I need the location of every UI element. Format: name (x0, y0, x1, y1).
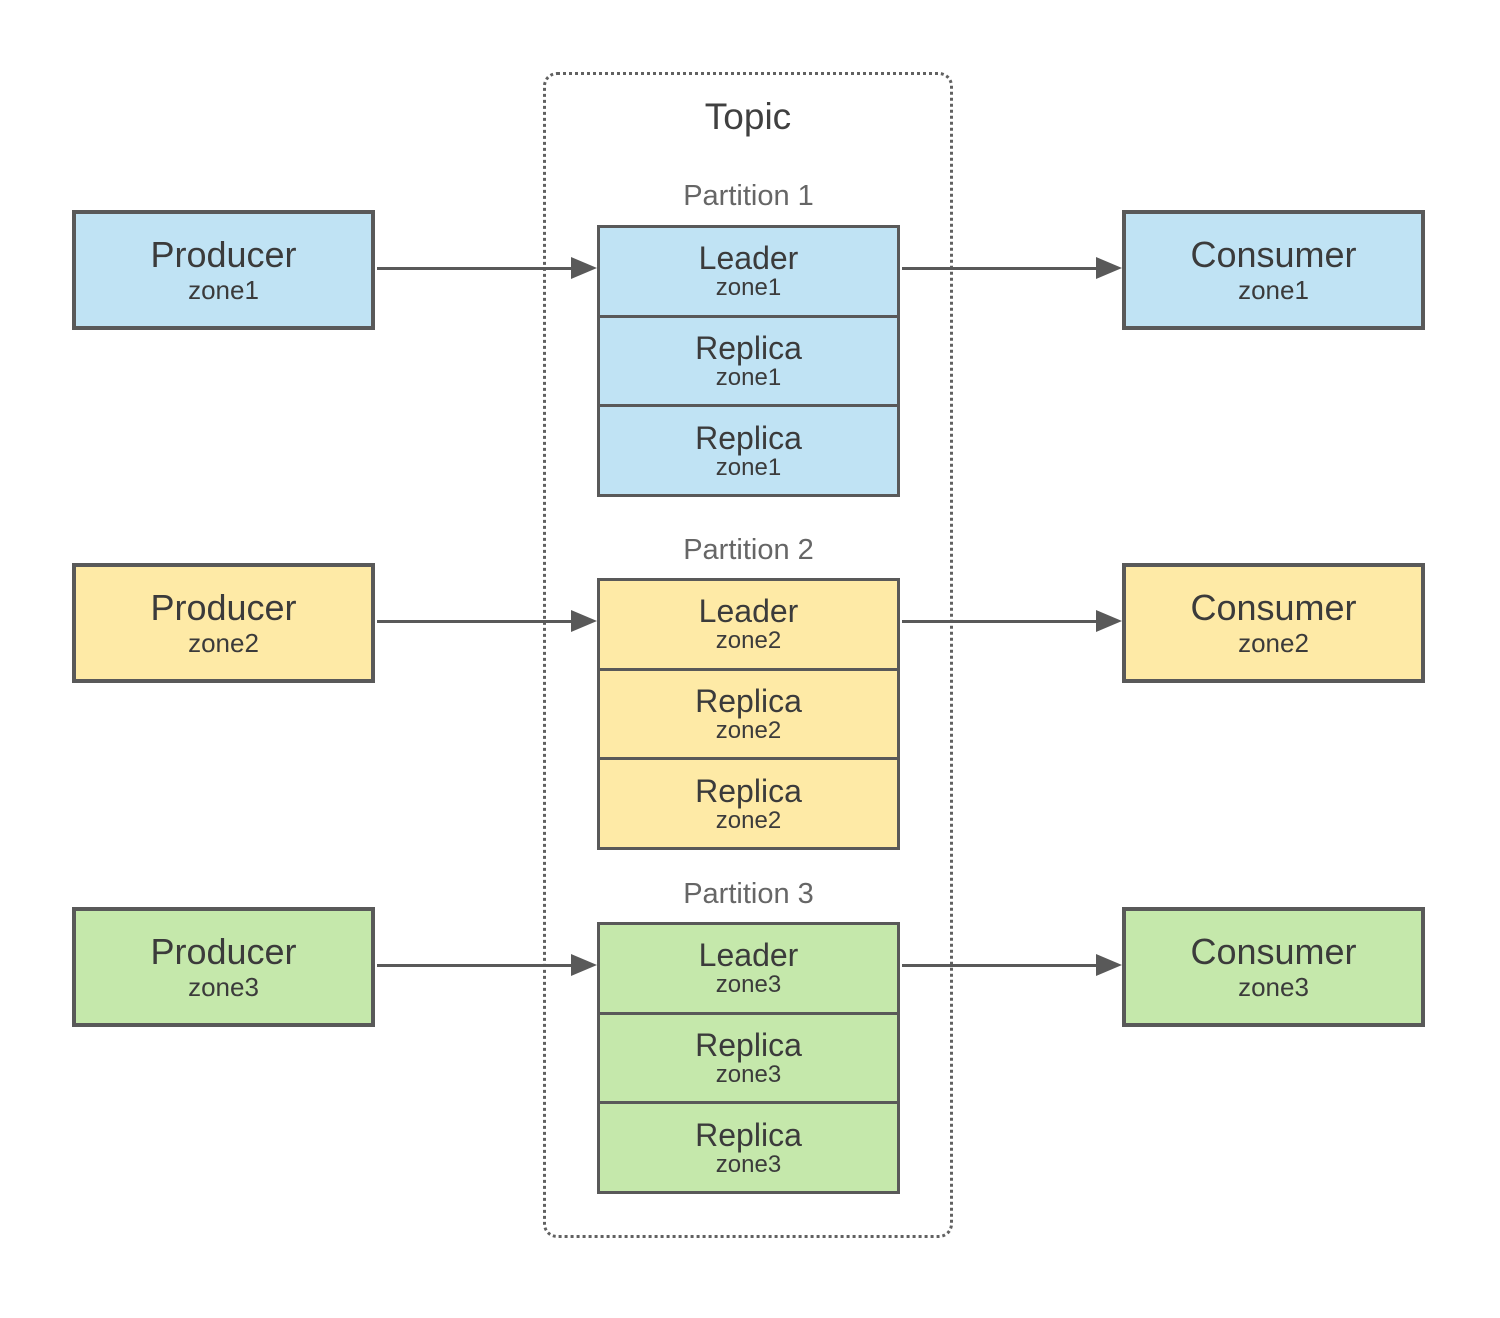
leader-title: Leader (698, 240, 799, 277)
producer-zone-label: zone3 (188, 972, 259, 1002)
leader-cell-zone3: Leader zone3 (600, 925, 897, 1012)
producer-to-leader-arrow-zone3 (377, 954, 597, 976)
partition-2-label: Partition 2 (683, 534, 814, 566)
leader-zone-label: zone1 (715, 274, 782, 302)
arrow-shaft (377, 963, 571, 967)
arrow-head-icon (1096, 610, 1122, 632)
replica-title: Replica (695, 772, 802, 809)
arrow-head-icon (571, 257, 597, 279)
consumer-zone-label: zone1 (1238, 275, 1309, 305)
partition-1-label: Partition 1 (683, 180, 814, 212)
replica-zone-label: zone2 (715, 806, 782, 834)
producer-title: Producer (150, 587, 297, 628)
partition-3-stack: Leader zone3 Replica zone3 Replica zone3 (597, 922, 900, 1194)
replica-title: Replica (695, 330, 802, 366)
arrow-head-icon (1096, 257, 1122, 279)
arrow-head-icon (571, 954, 597, 976)
producer-node-zone2: Producer zone2 (72, 563, 375, 683)
leader-to-consumer-arrow-zone1 (902, 257, 1122, 279)
replica-title: Replica (695, 683, 802, 719)
leader-cell-zone1: Leader zone1 (600, 228, 897, 315)
arrow-shaft (377, 266, 571, 270)
arrow-shaft (377, 619, 571, 623)
replica-zone-label: zone1 (715, 453, 782, 481)
replica-cell-zone1: Replica zone1 (600, 407, 897, 495)
arrow-head-icon (1096, 954, 1122, 976)
producer-zone-label: zone1 (188, 275, 259, 305)
replica-cell-zone2: Replica zone2 (600, 760, 897, 848)
consumer-node-zone1: Consumer zone1 (1122, 210, 1425, 330)
replica-cell-zone1: Replica zone1 (600, 317, 897, 405)
replica-zone-label: zone2 (715, 717, 782, 744)
replica-title: Replica (695, 419, 802, 456)
arrow-head-icon (571, 610, 597, 632)
replica-cell-zone2: Replica zone2 (600, 670, 897, 758)
partition-1-stack: Leader zone1 Replica zone1 Replica zone1 (597, 225, 900, 497)
arrow-shaft (902, 266, 1096, 270)
arrow-shaft (902, 619, 1096, 623)
replica-zone-label: zone1 (715, 364, 782, 391)
leader-title: Leader (698, 937, 799, 974)
arrow-shaft (902, 963, 1096, 967)
consumer-zone-label: zone3 (1238, 972, 1309, 1002)
leader-zone-label: zone2 (715, 627, 782, 655)
producer-node-zone3: Producer zone3 (72, 907, 375, 1027)
leader-title: Leader (698, 593, 799, 630)
leader-cell-zone2: Leader zone2 (600, 581, 897, 668)
producer-to-leader-arrow-zone2 (377, 610, 597, 632)
consumer-title: Consumer (1190, 587, 1357, 628)
replica-cell-zone3: Replica zone3 (600, 1014, 897, 1102)
topic-container-frame (543, 72, 953, 1238)
replica-cell-zone3: Replica zone3 (600, 1104, 897, 1192)
consumer-node-zone2: Consumer zone2 (1122, 563, 1425, 683)
consumer-zone-label: zone2 (1238, 628, 1309, 658)
topic-title: Topic (704, 96, 792, 137)
replica-title: Replica (695, 1027, 802, 1063)
producer-title: Producer (150, 931, 297, 972)
consumer-node-zone3: Consumer zone3 (1122, 907, 1425, 1027)
consumer-title: Consumer (1190, 931, 1357, 972)
producer-to-leader-arrow-zone1 (377, 257, 597, 279)
replica-zone-label: zone3 (715, 1150, 782, 1178)
replica-title: Replica (695, 1116, 802, 1153)
leader-to-consumer-arrow-zone2 (902, 610, 1122, 632)
consumer-title: Consumer (1190, 234, 1357, 275)
partition-2-stack: Leader zone2 Replica zone2 Replica zone2 (597, 578, 900, 850)
producer-title: Producer (150, 234, 297, 275)
leader-to-consumer-arrow-zone3 (902, 954, 1122, 976)
producer-zone-label: zone2 (188, 628, 259, 658)
partition-3-label: Partition 3 (683, 878, 814, 910)
leader-zone-label: zone3 (715, 971, 782, 999)
replica-zone-label: zone3 (715, 1061, 782, 1088)
producer-node-zone1: Producer zone1 (72, 210, 375, 330)
